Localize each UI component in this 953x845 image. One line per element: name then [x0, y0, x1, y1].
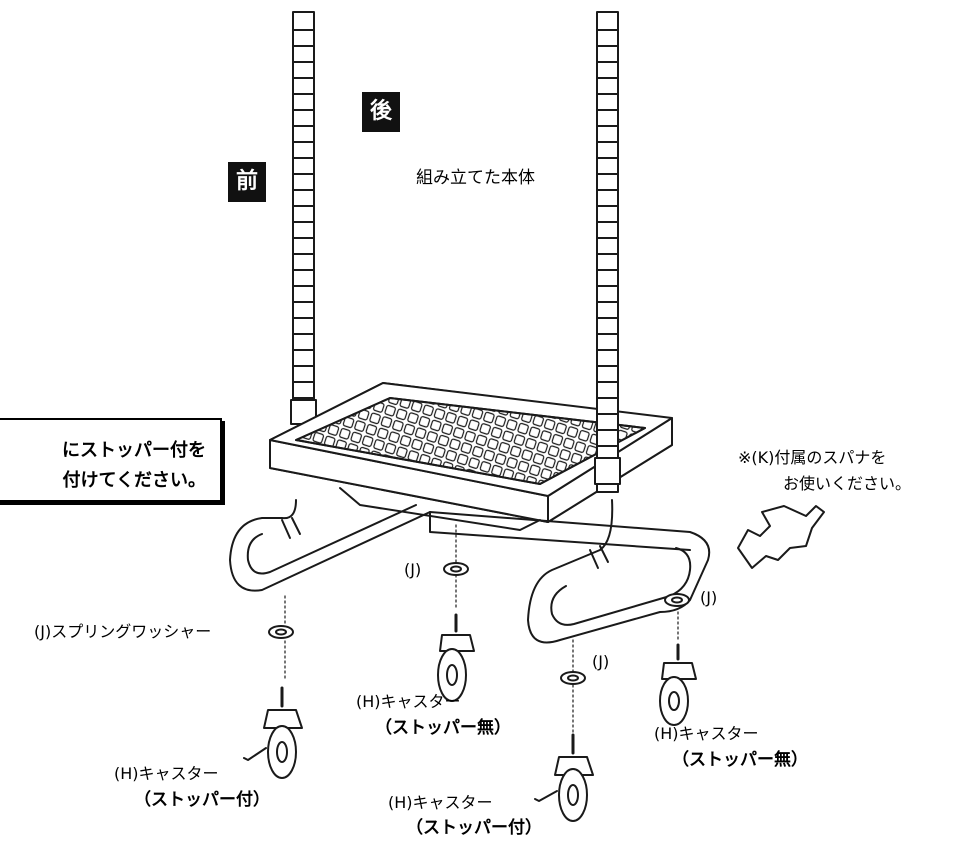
caster-icon-3 — [534, 733, 594, 822]
caster-1-type: （ストッパー付） — [134, 790, 270, 810]
caster-1-label: (H)キャスター — [114, 764, 219, 783]
caster-icon-1 — [243, 686, 303, 779]
caster-icon-4 — [659, 643, 697, 726]
caster-3-type: （ストッパー付） — [406, 818, 542, 838]
washer-label-long: (J)スプリングワッシャー — [34, 622, 212, 641]
front-badge: 前 — [228, 162, 266, 202]
callout-line-2: 付けてください。 — [62, 470, 206, 491]
caster-2-label: (H)キャスター — [356, 692, 461, 711]
washer-label-2: (J) — [404, 560, 422, 579]
caster-4-type: （ストッパー無） — [672, 750, 808, 770]
caster-icon-2 — [437, 613, 475, 702]
assembled-body-label: 組み立てた本体 — [416, 168, 535, 188]
caster-4-label: (H)キャスター — [654, 724, 759, 743]
stopper-callout-box: にストッパー付を 付けてください。 — [0, 418, 222, 502]
base-frame — [229, 499, 711, 644]
wrench-icon — [737, 505, 825, 569]
wrench-note-line-1: ※(K)付属のスパナを — [738, 448, 887, 467]
back-badge: 後 — [362, 92, 400, 132]
washer-label-3: (J) — [592, 652, 610, 671]
guide-lines — [284, 524, 679, 751]
callout-line-1: にストッパー付を — [62, 440, 206, 461]
washer-icons — [268, 562, 690, 685]
tray — [269, 382, 673, 531]
washer-label-4: (J) — [700, 588, 718, 607]
caster-2-type: （ストッパー無） — [375, 718, 511, 738]
wrench-note-line-2: お使いください。 — [783, 474, 912, 493]
right-pole — [594, 11, 621, 493]
caster-3-label: (H)キャスター — [388, 793, 493, 812]
left-pole — [290, 11, 317, 425]
